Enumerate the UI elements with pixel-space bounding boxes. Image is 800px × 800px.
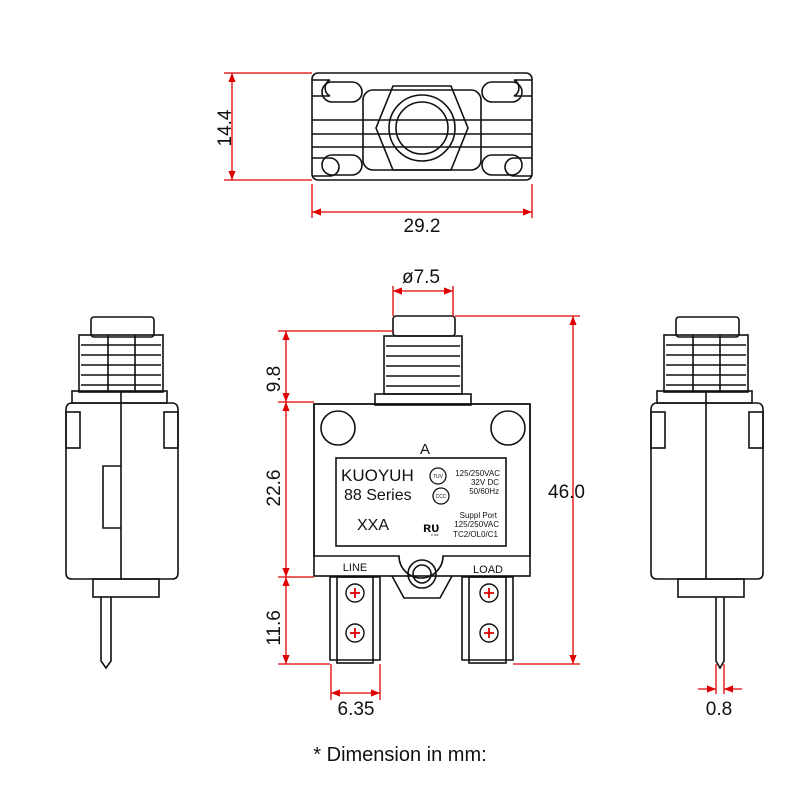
brand-label: KUOYUH xyxy=(341,466,414,485)
dim-terminal-height: 11.6 xyxy=(264,610,285,646)
right-side-body xyxy=(650,402,764,580)
top-dimensions xyxy=(224,72,533,218)
mount-hole-left xyxy=(320,410,356,446)
dim-top-height: 14.4 xyxy=(215,109,236,146)
button-cap xyxy=(392,315,456,337)
dim-top-width: 29.2 xyxy=(404,216,441,237)
dim-total-height: 46.0 xyxy=(548,482,585,503)
mount-hole-right xyxy=(490,410,526,446)
ccc-mark-icon xyxy=(432,487,450,505)
tuv-mark-text: TUV xyxy=(433,474,444,480)
rating-ac-2: 125/250VAC xyxy=(454,520,499,529)
terminal-screws xyxy=(345,583,499,643)
front-dimensions xyxy=(278,286,580,700)
terminal-line-label: LINE xyxy=(343,562,367,574)
hex-nut xyxy=(375,85,469,171)
ur-mark-sub: c us xyxy=(431,532,438,537)
left-side-body xyxy=(65,402,179,580)
center-nub xyxy=(407,559,437,589)
right-side-view xyxy=(650,316,764,670)
frequency-label: 50/60Hz xyxy=(469,487,499,496)
top-view-outline xyxy=(311,72,533,181)
thickness-dimension xyxy=(698,664,742,694)
model-label: XXA xyxy=(357,517,389,534)
right-side-bushing xyxy=(663,334,749,393)
front-view xyxy=(313,315,531,664)
left-side-view xyxy=(65,316,179,670)
breaker-body xyxy=(313,403,531,579)
footnote: * Dimension in mm: xyxy=(313,744,487,766)
top-view xyxy=(311,72,533,181)
button-top xyxy=(388,94,456,162)
tuv-mark-icon xyxy=(429,467,447,485)
rating-ac: 125/250VAC xyxy=(455,469,500,478)
rating-dc: 32V DC xyxy=(471,478,499,487)
ccc-mark-text: CCC xyxy=(436,494,447,500)
left-side-bushing xyxy=(78,334,164,393)
tc-code-label: TC2/OL0/C1 xyxy=(453,530,498,539)
rating-mark: A xyxy=(420,441,430,458)
supp-port-label: Suppl Port xyxy=(460,511,498,520)
dim-body-height: 22.6 xyxy=(264,470,285,507)
dim-terminal-width: 6.35 xyxy=(338,699,375,720)
series-label: 88 Series xyxy=(344,487,412,504)
terminal-load-label: LOAD xyxy=(473,564,503,576)
ur-mark-icon: ʀᴜ xyxy=(423,519,439,535)
label-panel xyxy=(335,457,507,547)
dim-button-height: 9.8 xyxy=(264,366,285,392)
dim-button-diameter: ø7.5 xyxy=(402,267,440,288)
dim-terminal-thickness: 0.8 xyxy=(706,699,732,720)
